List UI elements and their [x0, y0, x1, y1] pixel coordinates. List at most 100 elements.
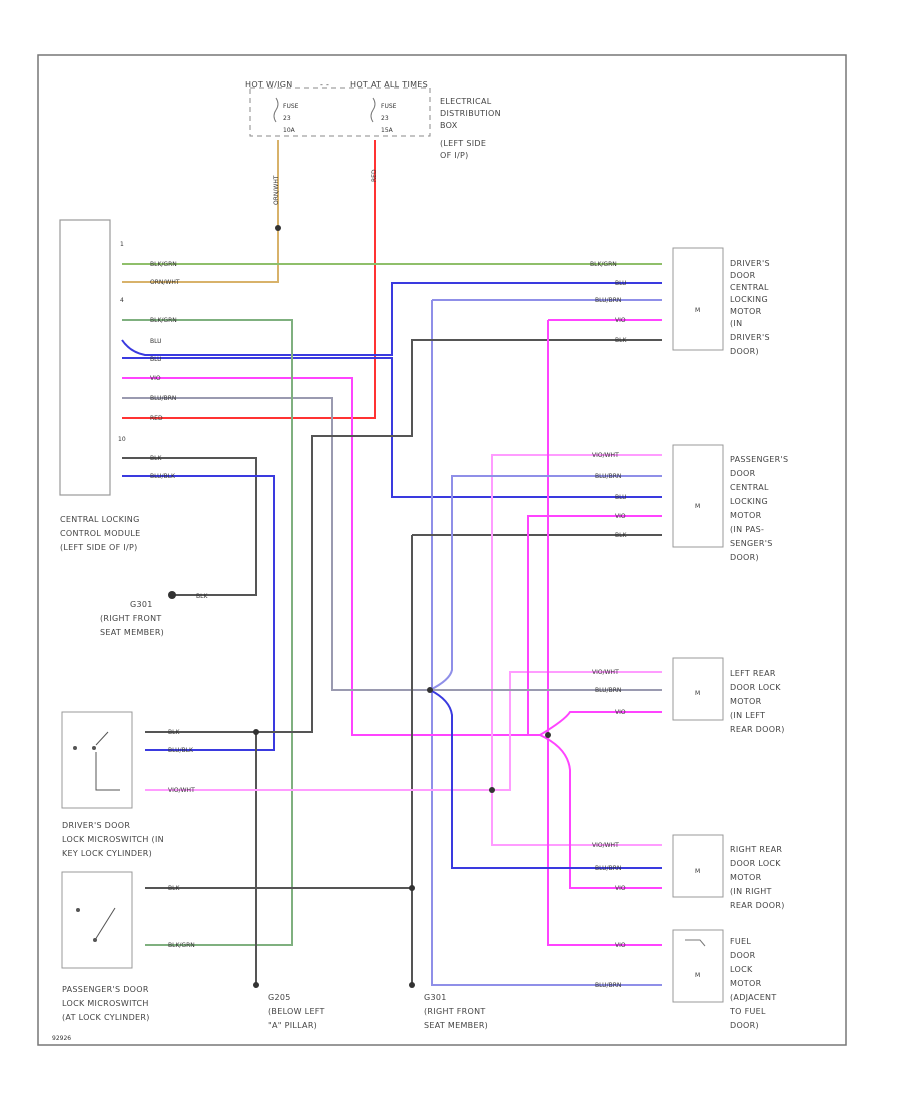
pass-switch-box — [61, 871, 133, 969]
g205-label-1: G205 — [268, 993, 291, 1002]
splice-vio — [545, 732, 551, 738]
driver-motor: M DRIVER'S DOOR CENTRAL LOCKING MOTOR (I… — [672, 247, 770, 356]
driver-motor-l5: MOTOR — [730, 307, 762, 316]
lbl-blu-blk-12: BLU/BLK — [150, 473, 176, 480]
g205-label-3: "A" PILLAR) — [268, 1021, 317, 1030]
splice-g205 — [253, 729, 259, 735]
module-pins: 1 4 10 — [118, 241, 126, 443]
pass-motor-l3: CENTRAL — [730, 483, 769, 492]
rr-motor-l2: DOOR LOCK — [730, 859, 781, 868]
lbl-r-blk: BLK — [615, 337, 627, 344]
wire-vio-lr — [539, 711, 662, 736]
grounds: G301 (RIGHT FRONT SEAT MEMBER) G205 (BEL… — [100, 600, 488, 1030]
wire-blk-driver-motor — [145, 339, 662, 733]
lbl-rr-vio-wht: VIO/WHT — [592, 842, 619, 849]
diagram-border — [37, 54, 847, 1046]
fuel-door-motor: M FUEL DOOR LOCK MOTOR (ADJACENT TO FUEL… — [672, 929, 777, 1030]
wire-blk-11 — [122, 457, 257, 596]
lbl-p-blu: BLU — [615, 494, 627, 501]
driver-motor-symbol: M — [695, 307, 700, 314]
wire-blu-brn-fuel — [431, 300, 662, 986]
fuse-right-symbol — [370, 97, 376, 123]
psw-contact-1 — [76, 908, 80, 912]
g301-label-1: G301 — [130, 600, 153, 609]
wire-blu-blk-12 — [122, 475, 275, 751]
wire-vio-rr — [539, 734, 662, 889]
passengers-door-switch: PASSENGER'S DOOR LOCK MICROSWITCH (AT LO… — [61, 871, 150, 1022]
pin-1: 1 — [120, 241, 124, 248]
dsw-contact-1 — [73, 746, 77, 750]
dsw-contact-2 — [92, 746, 96, 750]
g301b-label-1: G301 — [424, 993, 447, 1002]
lbl-p-blu-brn: BLU/BRN — [595, 473, 621, 480]
lbl-blk-grn-4: BLK/GRN — [150, 317, 177, 324]
lbl-blk-psw: BLK — [168, 885, 180, 892]
g205-label-2: (BELOW LEFT — [268, 1007, 325, 1016]
ground-g301b-dot — [409, 982, 415, 988]
pin-10: 10 — [118, 436, 126, 443]
lbl-r-blu: BLU — [615, 280, 627, 287]
fuel-motor-l1: FUEL — [730, 937, 751, 946]
pass-motor-l6: (IN PAS- — [730, 525, 764, 534]
psw-switch-line — [94, 907, 116, 941]
driver-motor-l4: LOCKING — [730, 295, 768, 304]
g301b-label-3: SEAT MEMBER) — [424, 1021, 488, 1030]
driver-motor-l1: DRIVER'S — [730, 259, 770, 268]
wire-vio-wht-rr — [491, 790, 662, 846]
fuse-left-line2: 23 — [283, 115, 291, 122]
lbl-lr-vio: VIO — [615, 709, 626, 716]
hot-left-label: HOT W/IGN — [245, 80, 293, 89]
rr-motor-l3: MOTOR — [730, 873, 762, 882]
lbl-blu-blk-dsw: BLU/BLK — [168, 747, 194, 754]
fuel-motor-l3: LOCK — [730, 965, 753, 974]
passenger-motor-box — [672, 444, 724, 548]
driver-motor-box — [672, 247, 724, 351]
wire-blu-5 — [121, 282, 662, 356]
pass-motor-l1: PASSENGER'S — [730, 455, 788, 464]
ground-g301-dot — [168, 591, 176, 599]
fuel-motor-l5: (ADJACENT — [730, 993, 777, 1002]
dsw-switch-lines — [95, 731, 120, 791]
lbl-red-vert: RED — [371, 169, 378, 182]
psw-label-3: (AT LOCK CYLINDER) — [62, 1013, 150, 1022]
fuse-box: HOT W/IGN - - HOT AT ALL TIMES FUSE 23 1… — [245, 80, 501, 160]
fuel-motor-l4: MOTOR — [730, 979, 762, 988]
fuse-left-symbol — [273, 97, 279, 123]
lbl-lr-blu-brn: BLU/BRN — [595, 687, 621, 694]
splice-orange — [275, 225, 281, 231]
psw-label-2: LOCK MICROSWITCH — [62, 999, 149, 1008]
wire-blu-brn-pass — [429, 475, 662, 691]
lbl-r-vio: VIO — [615, 317, 626, 324]
lr-motor-l2: DOOR LOCK — [730, 683, 781, 692]
fuel-motor-l6: TO FUEL — [729, 1007, 766, 1016]
pass-motor-l7: SENGER'S — [730, 539, 773, 548]
wire-orn-wht-2 — [122, 140, 279, 283]
module-label-2: CONTROL MODULE — [60, 529, 141, 538]
g301b-label-2: (RIGHT FRONT — [424, 1007, 486, 1016]
g301-label-2: (RIGHT FRONT — [100, 614, 162, 623]
dsw-label-3: KEY LOCK CYLINDER) — [62, 849, 152, 858]
fuse-right-line1: FUSE — [381, 103, 397, 110]
pass-motor-l4: LOCKING — [730, 497, 768, 506]
lbl-blk-g301: BLK — [196, 593, 208, 600]
lbl-vio-7: VIO — [150, 375, 161, 382]
lr-motor-l1: LEFT REAR — [730, 669, 776, 678]
pass-motor-l8: DOOR) — [730, 553, 759, 562]
lbl-lr-vio-wht: VIO/WHT — [592, 669, 619, 676]
g301-label-3: SEAT MEMBER) — [100, 628, 164, 637]
wire-red-8 — [122, 140, 376, 419]
right-rear-motor: M RIGHT REAR DOOR LOCK MOTOR (IN RIGHT R… — [672, 834, 784, 910]
splice-vio-wht — [489, 787, 495, 793]
wire-labels-left: BLK/GRN ORN/WHT BLK/GRN BLU BLU VIO BLU/… — [150, 261, 208, 949]
control-module-box — [59, 219, 111, 496]
lbl-orn-vert: ORN/WHT — [273, 175, 280, 205]
lbl-blk-dsw: BLK — [168, 729, 180, 736]
fuse-right-line2: 23 — [381, 115, 389, 122]
ground-g205-dot — [253, 982, 259, 988]
driver-motor-l7: DRIVER'S — [730, 333, 770, 342]
wire-blu-brn-rr — [429, 689, 662, 869]
lbl-vio-wht-dsw: VIO/WHT — [168, 787, 195, 794]
rr-motor-symbol: M — [695, 868, 700, 875]
rr-motor-box — [672, 834, 724, 898]
